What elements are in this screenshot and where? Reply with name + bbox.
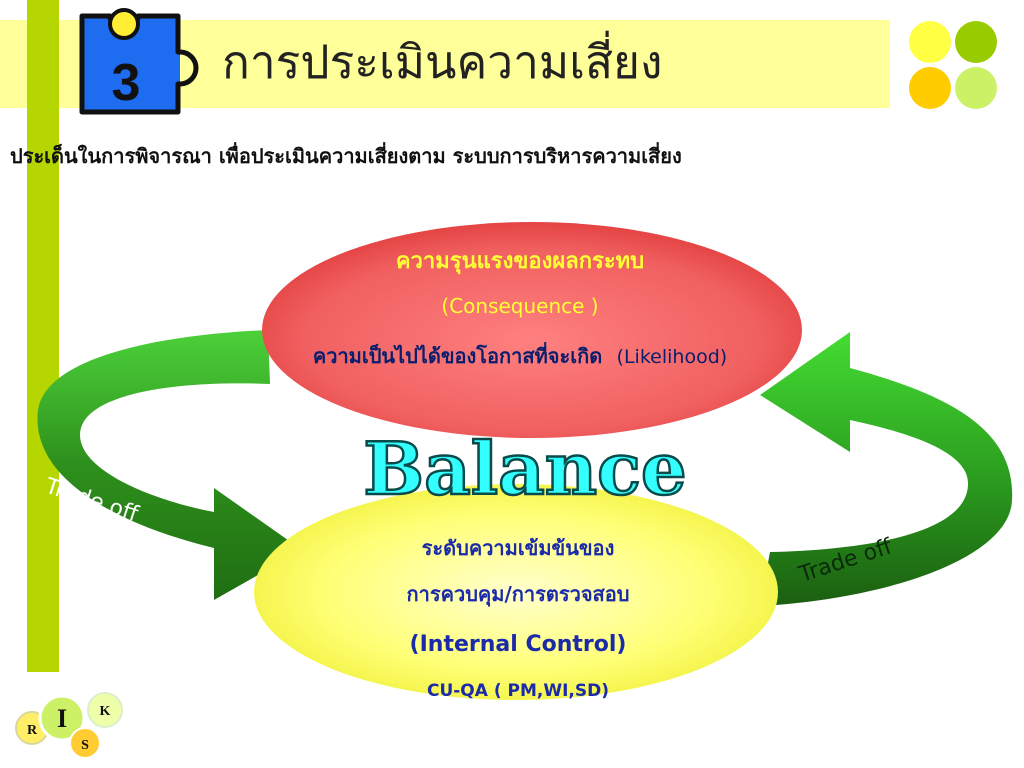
control-audit-label: การควบคุม/การตรวจสอบ [407,582,630,607]
risk-logo: R I S K [15,692,123,759]
slide-number: 3 [112,54,141,112]
control-level-label: ระดับความเข้มข้นของ [422,536,615,560]
left-accent-bar [27,0,59,672]
decorative-dots [909,21,997,109]
internal-control-label: (Internal Control) [410,632,627,657]
puzzle-piece-icon: 3 [79,8,199,115]
logo-letter-i: I [57,704,67,733]
balance-word: Balance [363,426,687,511]
svg-text:ความเป็นไปได้ของโอกาสที่จะเกิด: ความเป็นไปได้ของโอกาสที่จะเกิด (Likeliho… [313,341,727,368]
consequence-likelihood-ellipse [262,222,802,438]
internal-control-ellipse [254,484,778,700]
right-trade-off-arrow [760,332,1013,606]
likelihood-thai-label: ความเป็นไปได้ของโอกาสที่จะเกิด [313,341,602,368]
likelihood-en-label: (Likelihood) [617,346,728,368]
logo-letter-s: S [81,738,89,753]
slide-title: การประเมินความเสี่ยง [222,35,663,89]
cu-qa-label: CU-QA ( PM,WI,SD) [427,681,609,701]
consequence-en-label: (Consequence ) [441,294,598,318]
logo-letter-r: R [27,723,38,738]
left-trade-off-arrow [37,330,303,600]
consequence-thai-label: ความรุนแรงของผลกระทบ [396,249,644,275]
logo-letter-k: K [100,704,111,719]
subtitle-text: ประเด็นในการพิจารณา เพื่อประเมินความเสี่… [10,144,682,168]
